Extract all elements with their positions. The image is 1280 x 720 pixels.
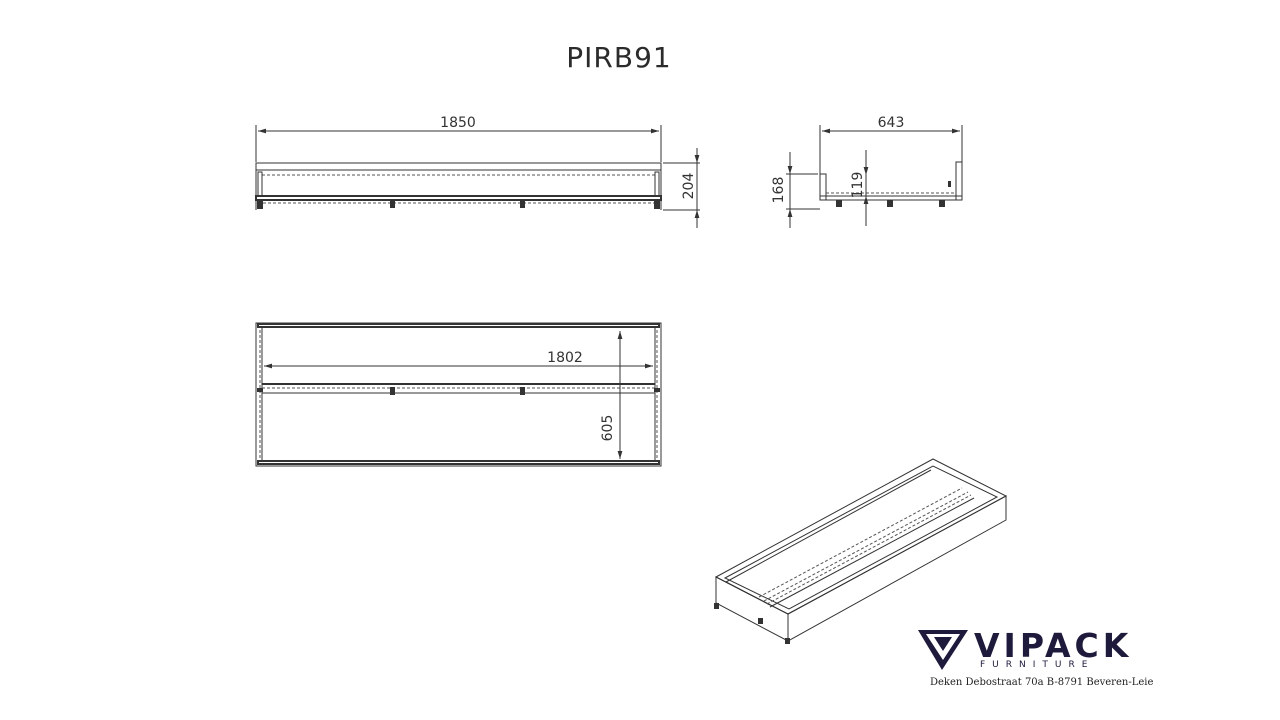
brand-address: Deken Debostraat 70a B-8791 Beveren-Leie (930, 677, 1153, 688)
isometric-view (714, 458, 1008, 644)
side-view: 643 168 119 (771, 115, 963, 228)
side-inner-height-dimension: 119 (850, 172, 866, 199)
front-width-dimension: 1850 (440, 115, 476, 131)
front-height-dimension: 204 (681, 173, 697, 200)
top-view: 1802 605 (255, 322, 662, 467)
side-outer-height-dimension: 168 (771, 177, 787, 204)
top-inner-length-dimension: 1802 (547, 350, 583, 366)
front-view: 1850 204 (255, 115, 700, 228)
vipack-logo: VIPACK FURNITURE Deken Debostraat 70a B-… (918, 626, 1153, 688)
brand-name: VIPACK (974, 626, 1132, 665)
top-inner-depth-dimension: 605 (600, 415, 616, 442)
side-width-dimension: 643 (878, 115, 905, 131)
brand-tagline: FURNITURE (980, 660, 1094, 670)
drawing-title: PIRB91 (566, 41, 671, 74)
